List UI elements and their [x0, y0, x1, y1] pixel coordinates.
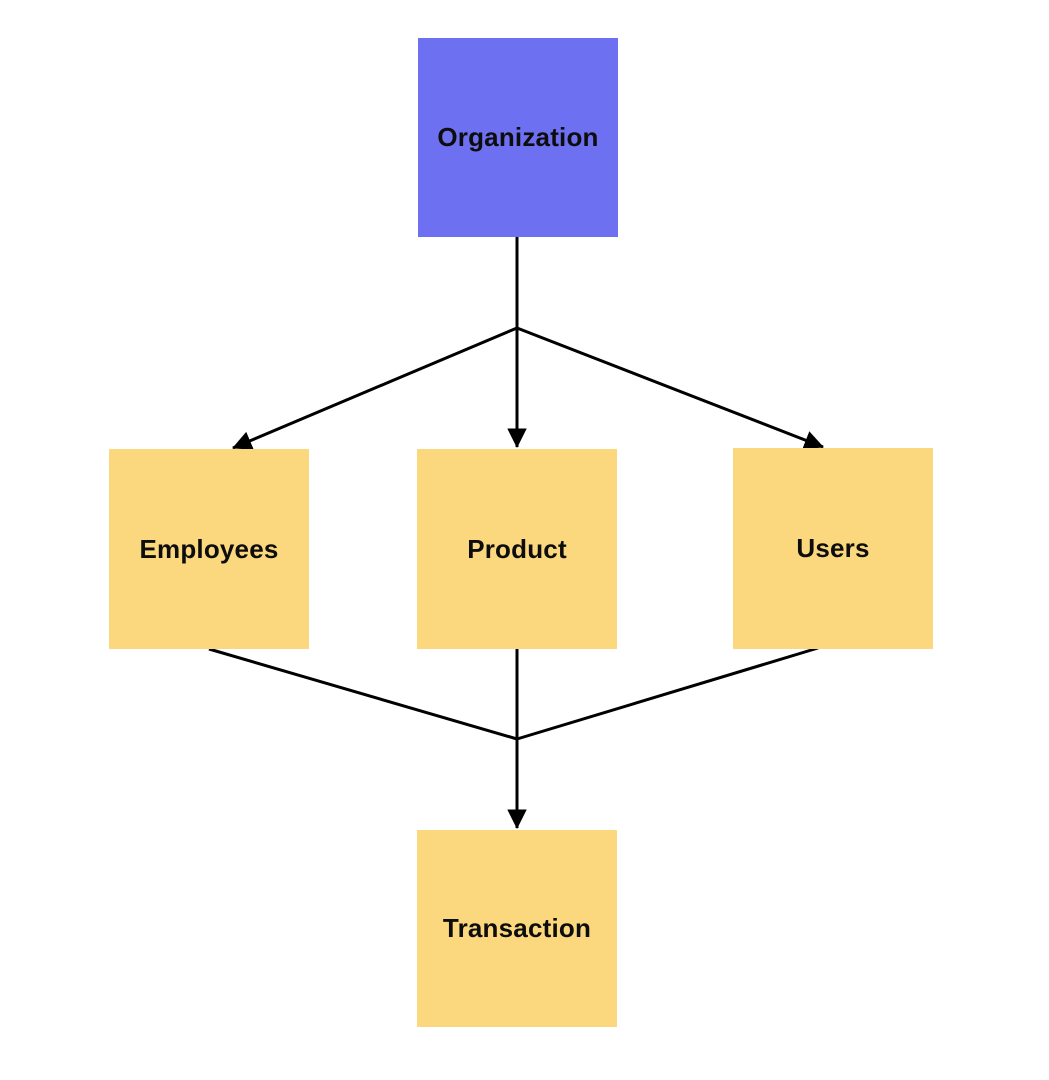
node-transaction-label: Transaction	[442, 913, 592, 944]
node-users[interactable]: Users	[733, 448, 933, 649]
node-product-label: Product	[467, 533, 567, 564]
edge-organization-users	[516, 326, 824, 450]
edge-users-junction	[516, 646, 819, 741]
node-organization-label: Organization	[437, 122, 599, 153]
node-users-label: Users	[796, 533, 870, 564]
node-employees[interactable]: Employees	[109, 449, 309, 649]
node-organization[interactable]: Organization	[418, 38, 618, 237]
node-employees-label: Employees	[139, 533, 279, 564]
node-transaction[interactable]: Transaction	[417, 830, 617, 1027]
node-product[interactable]: Product	[417, 449, 617, 649]
edge-organization-employees	[232, 326, 518, 450]
edge-employees-junction	[208, 647, 518, 741]
